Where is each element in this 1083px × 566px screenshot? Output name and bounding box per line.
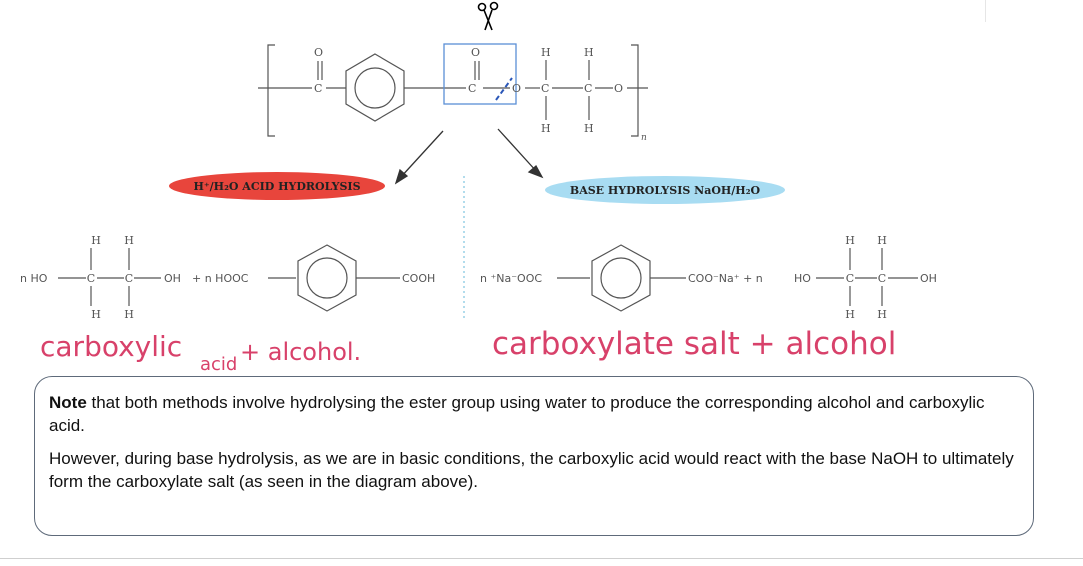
acid-diol-prefix: n HO bbox=[20, 272, 48, 285]
ester-highlight-box bbox=[443, 43, 517, 105]
base-c-1: C bbox=[846, 272, 854, 285]
base-arrow bbox=[497, 128, 538, 173]
base-hydrolysis-label: BASE HYDROLYSIS NaOH/H₂O bbox=[570, 184, 761, 197]
base-h-top-1: H bbox=[845, 234, 855, 247]
carbonyl-c-left: C bbox=[314, 82, 322, 95]
note-box: Note that both methods involve hydrolysi… bbox=[34, 376, 1034, 536]
base-naooc: n ⁺Na⁻OOC bbox=[480, 272, 542, 285]
base-oh: OH bbox=[920, 272, 937, 285]
base-hydrolysis-pill bbox=[545, 176, 785, 204]
base-h-bottom-2: H bbox=[877, 308, 887, 321]
ester-o: O bbox=[512, 82, 521, 95]
base-c-2: C bbox=[878, 272, 886, 285]
right-edge-rule bbox=[985, 0, 986, 22]
acid-diol-suffix: OH bbox=[164, 272, 181, 285]
acid-h-bottom-2: H bbox=[124, 308, 134, 321]
acid-c-1: C bbox=[87, 272, 95, 285]
hydrolysis-diagram: O C O C O C C O H H H H n H⁺/H₂O ACID HY… bbox=[20, 1, 937, 375]
acid-h-top-1: H bbox=[91, 234, 101, 247]
cut-line bbox=[495, 77, 513, 101]
ether-o: O bbox=[614, 82, 623, 95]
handwritten-acid: acid bbox=[200, 354, 237, 375]
carbonyl-o-right: O bbox=[471, 46, 480, 59]
base-ho: HO bbox=[794, 272, 811, 285]
acid-c-2: C bbox=[125, 272, 133, 285]
carbonyl-c-right: C bbox=[468, 82, 476, 95]
acid-h-bottom-1: H bbox=[91, 308, 101, 321]
acid-h-top-2: H bbox=[124, 234, 134, 247]
ch2-c-2: C bbox=[584, 82, 592, 95]
handwritten-carboxylic: carboxylic bbox=[40, 330, 182, 363]
acid-plus-hooc: + n HOOC bbox=[192, 272, 249, 285]
carbonyl-o-left: O bbox=[314, 46, 323, 59]
note-bold-label: Note bbox=[49, 393, 87, 412]
acid-arrow bbox=[399, 130, 444, 179]
acid-hydrolysis-pill bbox=[169, 172, 385, 200]
scissors-icon bbox=[477, 1, 499, 31]
acid-cooh: COOH bbox=[402, 272, 435, 285]
base-products bbox=[557, 244, 918, 312]
note-paragraph-1-text: that both methods involve hydrolysing th… bbox=[49, 393, 985, 435]
handwritten-carboxylate-salt-alcohol: carboxylate salt + alcohol bbox=[492, 326, 896, 362]
acid-hydrolysis-label: H⁺/H₂O ACID HYDROLYSIS bbox=[193, 180, 360, 193]
acid-products bbox=[58, 244, 400, 312]
repeat-subscript: n bbox=[641, 133, 647, 143]
note-paragraph-2: However, during base hydrolysis, as we a… bbox=[49, 449, 1014, 491]
base-h-bottom-1: H bbox=[845, 308, 855, 321]
bottom-rule bbox=[0, 558, 1083, 559]
polymer-repeat-unit bbox=[258, 44, 648, 137]
ch2-c-1: C bbox=[541, 82, 549, 95]
h-top-1: H bbox=[541, 46, 551, 59]
note-paragraph-1: Note that both methods involve hydrolysi… bbox=[49, 391, 1019, 437]
base-h-top-2: H bbox=[877, 234, 887, 247]
handwritten-plus-alcohol-acid: + alcohol. bbox=[240, 338, 361, 366]
base-coona-plus: COO⁻Na⁺ + n bbox=[688, 272, 763, 285]
h-bottom-2: H bbox=[584, 122, 594, 135]
h-top-2: H bbox=[584, 46, 594, 59]
h-bottom-1: H bbox=[541, 122, 551, 135]
